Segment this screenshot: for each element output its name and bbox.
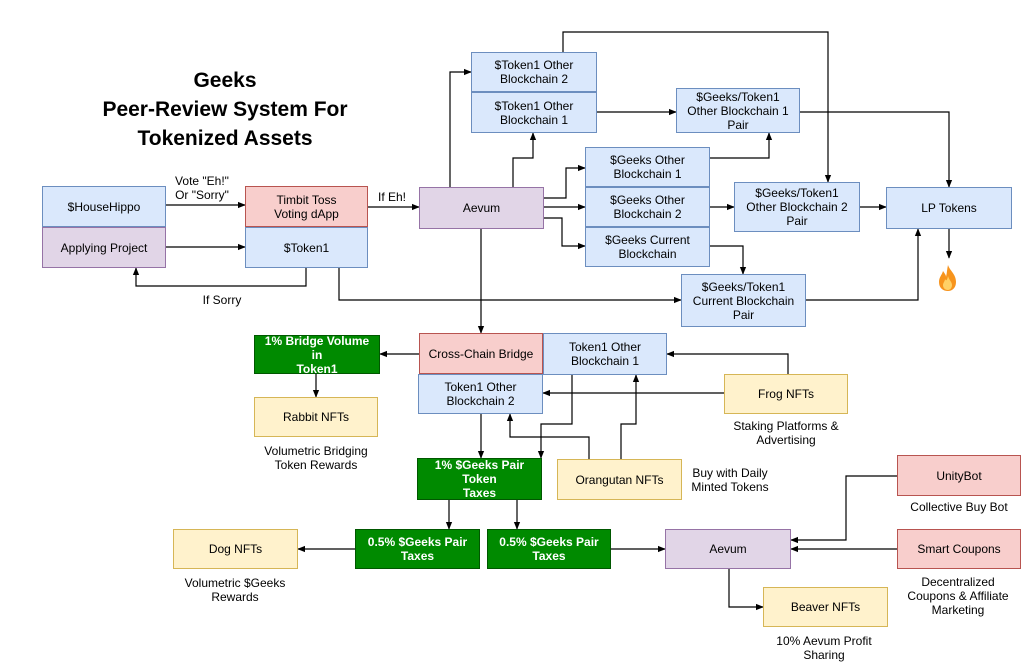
node-cross-chain-bridge[interactable]: Cross-Chain Bridge: [419, 333, 543, 374]
title-line-1: Geeks: [193, 69, 257, 92]
edge-aevum-beaver: [728, 569, 764, 611]
edge-token1-applying: [132, 267, 307, 287]
label-volumetric-bridging: Volumetric Bridging Token Rewards: [264, 444, 368, 472]
title-line-3: Tokenized Assets: [137, 127, 313, 150]
node-pair-current-bc[interactable]: $Geeks/Token1 Current Blockchain Pair: [681, 274, 806, 327]
node-smart-coupons[interactable]: Smart Coupons: [897, 529, 1021, 569]
node-token1[interactable]: $Token1: [245, 227, 368, 268]
node-aevum-top[interactable]: Aevum: [419, 187, 544, 229]
label-buy-daily: Buy with Daily Minted Tokens: [691, 466, 769, 494]
edge-paircur-lp: [806, 228, 922, 301]
label-vote: Vote "Eh!" Or "Sorry": [170, 174, 234, 202]
node-lp-tokens[interactable]: LP Tokens: [886, 187, 1012, 229]
node-bridge-volume[interactable]: 1% Bridge Volume in Token1: [254, 334, 380, 376]
node-half-pair-taxes-right[interactable]: 0.5% $Geeks Pair Taxes: [487, 529, 611, 569]
label-collective-buy: Collective Buy Bot: [910, 500, 1008, 514]
node-token1-other-bc2-mid[interactable]: Token1 Other Blockchain 2: [418, 374, 543, 414]
node-token1-other-bc2-top[interactable]: $Token1 Other Blockchain 2: [471, 52, 597, 92]
edge-gbc1-pair1: [710, 132, 773, 159]
node-pair-other-bc2[interactable]: $Geeks/Token1 Other Blockchain 2 Pair: [734, 182, 860, 232]
fire-icon: [939, 265, 956, 291]
node-unitybot[interactable]: UnityBot: [897, 455, 1021, 496]
node-geeks-other-bc1[interactable]: $Geeks Other Blockchain 1: [585, 147, 710, 187]
node-pair-other-bc1[interactable]: $Geeks/Token1 Other Blockchain 1 Pair: [676, 88, 800, 133]
edge-aevum-t1bc2: [449, 68, 472, 187]
node-geeks-current-bc[interactable]: $Geeks Current Blockchain: [585, 227, 710, 267]
node-rabbit-nfts[interactable]: Rabbit NFTs: [254, 397, 378, 437]
edge-orangutan-t1bc1: [620, 374, 640, 459]
node-timbit-toss[interactable]: Timbit Toss Voting dApp: [245, 186, 368, 227]
node-half-pair-taxes-left[interactable]: 0.5% $Geeks Pair Taxes: [355, 529, 480, 569]
edge-aevum-gcur: [544, 217, 586, 250]
node-frog-nfts[interactable]: Frog NFTs: [724, 374, 848, 414]
edge-t1bc1-pairtax: [537, 375, 573, 459]
edge-aevum-t1bc1: [512, 132, 537, 187]
label-if-eh: If Eh!: [373, 190, 411, 204]
node-token1-other-bc1-mid[interactable]: Token1 Other Blockchain 1: [543, 333, 667, 375]
label-staking-platforms: Staking Platforms & Advertising: [733, 419, 839, 447]
node-aevum-bottom[interactable]: Aevum: [665, 529, 791, 569]
edge-token1-paircur: [338, 268, 682, 304]
edge-orangutan-t1bc2: [506, 413, 590, 459]
edge-frog-t1bc1: [666, 350, 789, 374]
edge-pair1-lp: [800, 111, 953, 188]
node-beaver-nfts[interactable]: Beaver NFTs: [763, 587, 888, 627]
node-orangutan-nfts[interactable]: Orangutan NFTs: [557, 459, 682, 500]
edge-unity-aevum: [790, 475, 897, 544]
node-dog-nfts[interactable]: Dog NFTs: [173, 529, 298, 569]
node-applying-project[interactable]: Applying Project: [42, 227, 166, 268]
page-title: Geeks Peer-Review System For Tokenized A…: [60, 66, 390, 153]
node-token1-other-bc1-top[interactable]: $Token1 Other Blockchain 1: [471, 92, 597, 133]
node-pair-token-taxes[interactable]: 1% $Geeks Pair Token Taxes: [417, 458, 542, 500]
label-decentralized-coupons: Decentralized Coupons & Affiliate Market…: [907, 575, 1009, 617]
label-aevum-profit: 10% Aevum Profit Sharing: [776, 634, 872, 662]
label-if-sorry: If Sorry: [202, 293, 242, 307]
node-househippo[interactable]: $HouseHippo: [42, 186, 166, 227]
edge-gcur-paircur: [710, 245, 747, 275]
edge-aevum-gbc1: [544, 164, 586, 199]
label-volumetric-geeks: Volumetric $Geeks Rewards: [184, 576, 286, 604]
node-geeks-other-bc2[interactable]: $Geeks Other Blockchain 2: [585, 187, 710, 227]
edge-t1bc2-pair2: [562, 31, 832, 183]
title-line-2: Peer-Review System For: [102, 98, 348, 121]
